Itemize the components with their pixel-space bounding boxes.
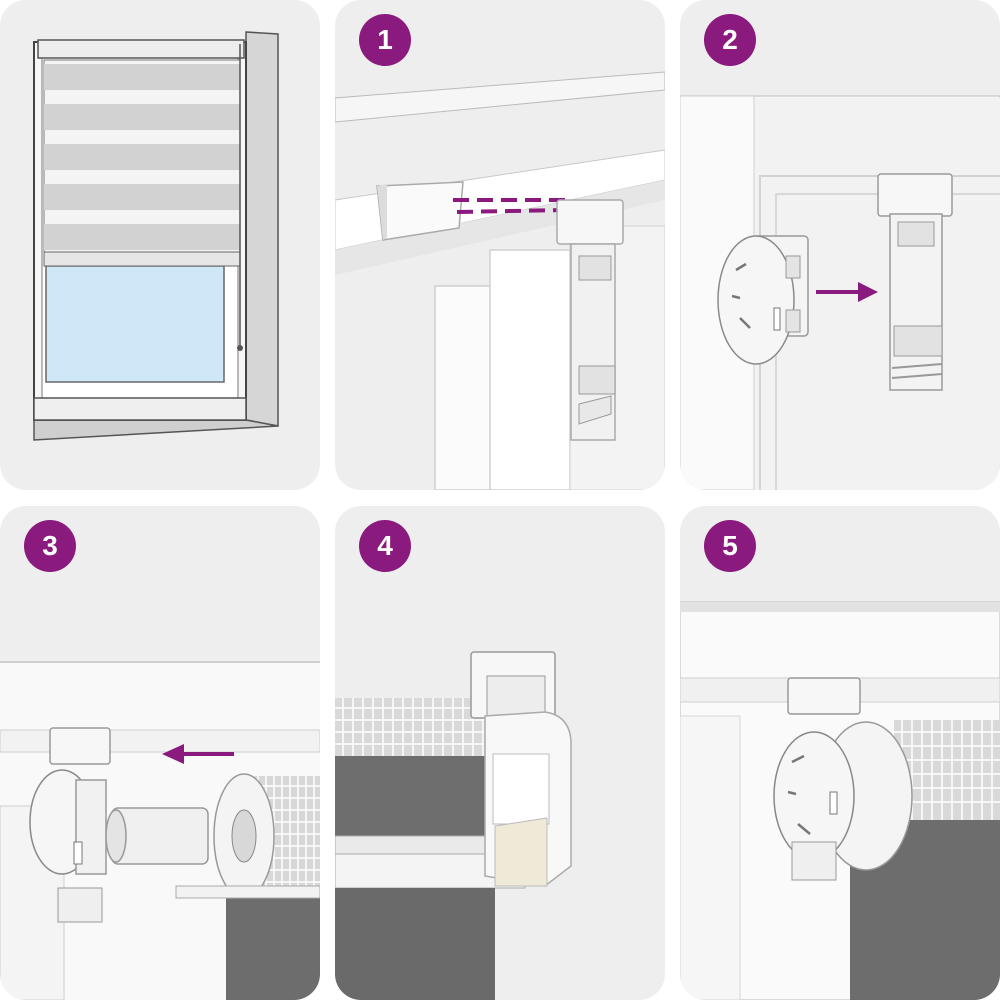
step-4-panel: 4: [335, 506, 665, 1000]
roller-insert-into-end-cap-icon: [0, 661, 320, 1000]
roller-mounted-in-bracket-icon: [335, 651, 572, 1000]
step-3-panel: 3: [0, 506, 320, 1000]
end-cap-slide-into-bracket-icon: [680, 95, 1000, 490]
step-2-panel: 2: [680, 0, 1000, 490]
overview-panel: [0, 0, 320, 490]
installed-roller-blind-icon: [680, 601, 1000, 1000]
step-number-badge: 4: [359, 520, 411, 572]
step-5-panel: 5: [680, 506, 1000, 1000]
step-number-badge: 3: [24, 520, 76, 572]
bracket-clip-onto-frame-icon: [335, 71, 665, 490]
step-number-badge: 2: [704, 14, 756, 66]
step-1-panel: 1: [335, 0, 665, 490]
step-number-badge: 5: [704, 520, 756, 572]
step-number-badge: 1: [359, 14, 411, 66]
window-blind-overview-icon: [33, 31, 279, 441]
